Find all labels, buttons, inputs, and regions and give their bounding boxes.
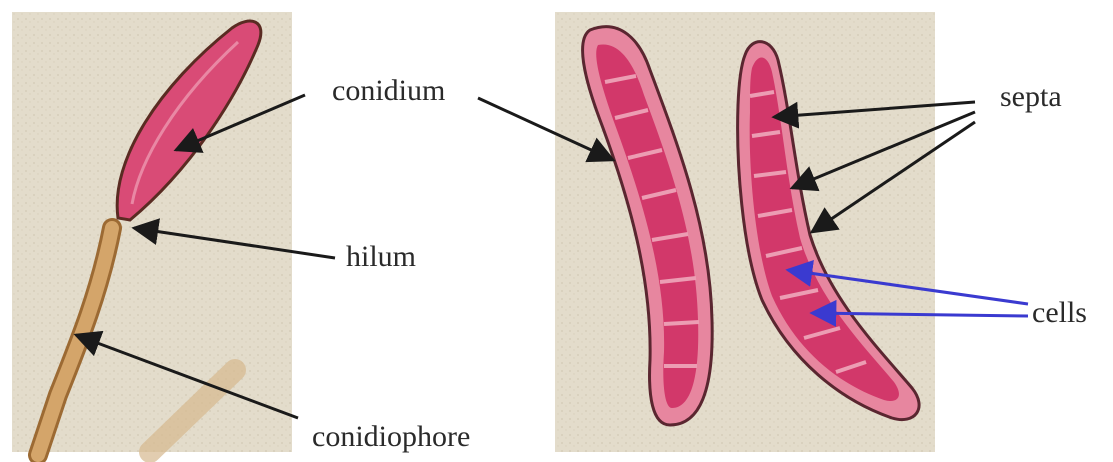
- label-conidium: conidium: [332, 74, 445, 107]
- right-micrograph: [555, 12, 935, 452]
- label-conidiophore: conidiophore: [312, 420, 470, 453]
- left-micrograph: [12, 12, 292, 455]
- label-hilum: hilum: [346, 240, 416, 273]
- label-cells: cells: [1032, 296, 1087, 329]
- label-septa: septa: [1000, 80, 1062, 113]
